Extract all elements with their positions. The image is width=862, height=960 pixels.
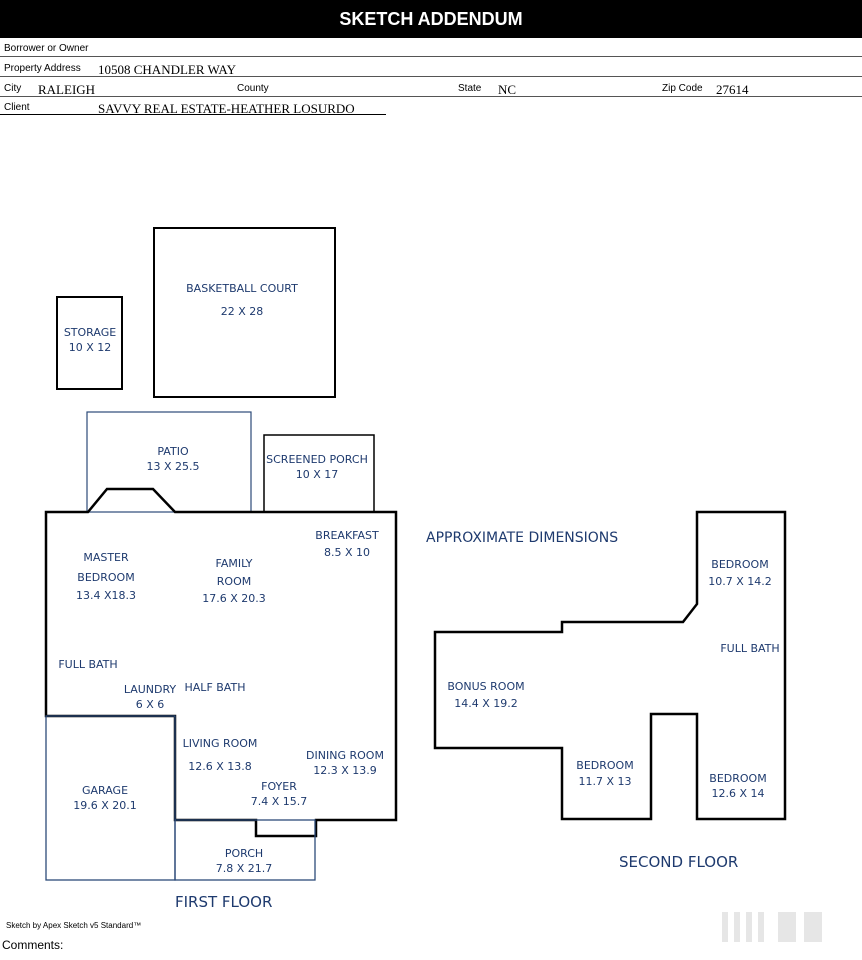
master-name-2: BEDROOM: [77, 571, 135, 584]
half-bath-label: HALF BATH: [185, 680, 246, 695]
full-bath-1-label: FULL BATH: [58, 657, 117, 672]
basketball-court-outline: [153, 227, 336, 398]
client-row: Client SAVVY REAL ESTATE-HEATHER LOSURDO: [0, 99, 862, 118]
second-floor-outline: [433, 510, 787, 821]
garage-outline: [45, 715, 176, 881]
address-row: Property Address 10508 CHANDLER WAY: [0, 60, 862, 79]
zip-value: 27614: [716, 82, 749, 97]
rule-4: [0, 114, 386, 115]
laundry-label: LAUNDRY 6 X 6: [124, 682, 176, 712]
full-bath-2-label: FULL BATH: [720, 641, 779, 656]
bedroom-top-name: BEDROOM: [711, 558, 769, 571]
rule-1: [0, 56, 862, 57]
patio-name: PATIO: [157, 445, 189, 458]
bonus-room-label: BONUS ROOM 14.4 X 19.2: [447, 679, 524, 711]
software-credit: Sketch by Apex Sketch v5 Standard™: [6, 921, 142, 930]
city-value: RALEIGH: [38, 82, 96, 97]
city-row: City RALEIGH County State NC Zip Code 27…: [0, 80, 862, 99]
first-floor-label: FIRST FLOOR: [175, 893, 273, 911]
garage-name: GARAGE: [81, 784, 129, 797]
foyer-name: FOYER: [261, 780, 297, 793]
rule-2: [0, 76, 862, 77]
half-bath-name: HALF BATH: [184, 681, 246, 694]
patio-outline: [86, 411, 252, 513]
living-name: LIVING ROOM: [182, 737, 258, 750]
family-dims: 17.6 X 20.3: [202, 592, 266, 605]
breakfast-dims: 8.5 X 10: [323, 546, 371, 559]
screened-porch-dims: 10 X 17: [295, 468, 339, 481]
borrower-label: Borrower or Owner: [4, 43, 89, 54]
bedroom-right-dims: 12.6 X 14: [711, 787, 765, 800]
master-name-1: MASTER: [83, 551, 129, 564]
comments-label: Comments:: [2, 938, 64, 952]
storage-label: STORAGE 10 X 12: [64, 325, 116, 355]
family-name-2: ROOM: [216, 575, 252, 588]
bedroom-top-dims: 10.7 X 14.2: [708, 575, 772, 588]
dining-room-label: DINING ROOM 12.3 X 13.9: [306, 748, 384, 778]
master-dims: 13.4 X18.3: [75, 589, 137, 602]
borrower-row: Borrower or Owner: [0, 40, 862, 59]
screened-porch-name: SCREENED PORCH: [266, 453, 368, 466]
bonus-name: BONUS ROOM: [447, 680, 525, 693]
bedroom-mid-name: BEDROOM: [576, 759, 634, 772]
dining-name: DINING ROOM: [306, 749, 384, 762]
storage-outline: [56, 296, 123, 390]
basketball-court-label: BASKETBALL COURT 22 X 28: [186, 281, 298, 319]
approximate-dimensions-label: APPROXIMATE DIMENSIONS: [426, 530, 619, 546]
porch-dims: 7.8 X 21.7: [215, 862, 273, 875]
address-label: Property Address: [4, 63, 81, 74]
patio-dims: 13 X 25.5: [146, 460, 200, 473]
rule-3: [0, 96, 862, 97]
full-bath-2-name: FULL BATH: [720, 642, 780, 655]
laundry-dims: 6 X 6: [135, 698, 165, 711]
bonus-dims: 14.4 X 19.2: [454, 697, 518, 710]
garage-dims: 19.6 X 20.1: [73, 799, 137, 812]
garage-label: GARAGE 19.6 X 20.1: [73, 783, 137, 813]
basketball-court-name: BASKETBALL COURT: [186, 282, 298, 295]
porch-outline: [174, 819, 316, 881]
bedroom-mid-dims: 11.7 X 13: [578, 775, 632, 788]
porch-label: PORCH 7.8 X 21.7: [216, 846, 273, 876]
bedroom-right-label: BEDROOM 12.6 X 14: [709, 771, 766, 801]
bedroom-mid-label: BEDROOM 11.7 X 13: [576, 758, 633, 789]
basketball-court-dims: 22 X 28: [220, 305, 264, 318]
porch-name: PORCH: [224, 847, 264, 860]
client-label: Client: [4, 102, 30, 113]
breakfast-name: BREAKFAST: [315, 529, 379, 542]
foyer-dims: 7.4 X 15.7: [250, 795, 308, 808]
state-label: State: [458, 83, 482, 94]
address-value: 10508 CHANDLER WAY: [98, 62, 236, 77]
bedroom-right-name: BEDROOM: [709, 772, 767, 785]
bedroom-top-label: BEDROOM 10.7 X 14.2: [708, 557, 772, 589]
zip-label: Zip Code: [662, 83, 703, 94]
client-value: SAVVY REAL ESTATE-HEATHER LOSURDO: [98, 101, 355, 116]
state-value: NC: [498, 82, 517, 97]
city-label: City: [4, 83, 22, 94]
family-room-label: FAMILY ROOM 17.6 X 20.3: [202, 556, 266, 606]
breakfast-label: BREAKFAST 8.5 X 10: [315, 528, 378, 560]
living-room-label: LIVING ROOM 12.6 X 13.8: [183, 736, 258, 774]
county-label: County: [237, 83, 269, 94]
laundry-name: LAUNDRY: [123, 683, 177, 696]
foyer-label: FOYER 7.4 X 15.7: [251, 779, 308, 809]
sketch-addendum-title: SKETCH ADDENDUM: [0, 0, 862, 38]
storage-dims: 10 X 12: [68, 341, 112, 354]
living-dims: 12.6 X 13.8: [188, 760, 252, 773]
dining-dims: 12.3 X 13.9: [313, 764, 377, 777]
patio-label: PATIO 13 X 25.5: [146, 444, 199, 474]
screened-porch-label: SCREENED PORCH 10 X 17: [266, 452, 368, 482]
storage-name: STORAGE: [63, 326, 117, 339]
watermark-logo: [722, 912, 822, 942]
master-bedroom-label: MASTER BEDROOM 13.4 X18.3: [76, 550, 136, 603]
full-bath-1-name: FULL BATH: [58, 658, 118, 671]
family-name-1: FAMILY: [215, 557, 253, 570]
second-floor-label: SECOND FLOOR: [619, 853, 739, 871]
